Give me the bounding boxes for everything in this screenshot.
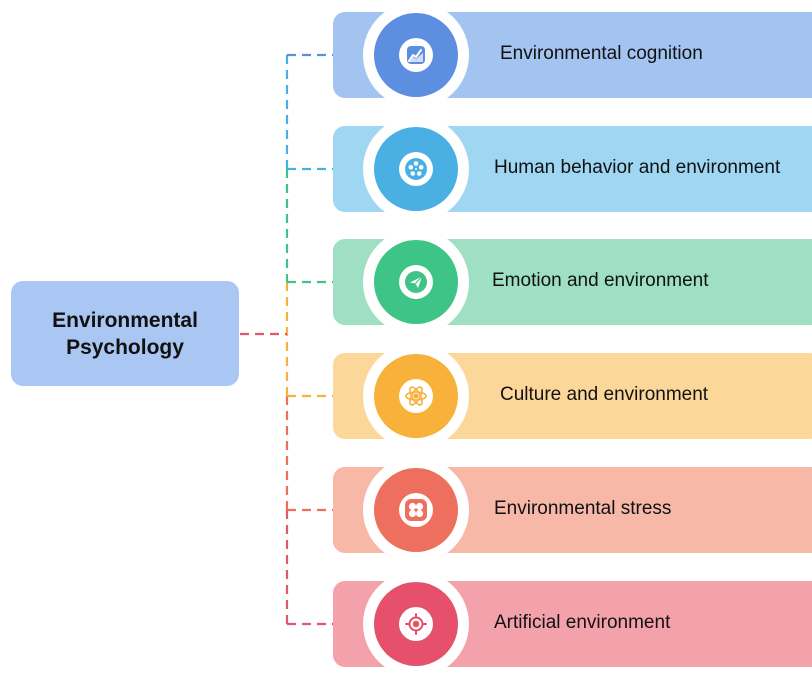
topic-icon-disc [374, 582, 458, 666]
root-node: Environmental Psychology [11, 281, 239, 386]
topic-icon-ring [363, 457, 469, 563]
root-title: Environmental Psychology [52, 307, 198, 361]
root-title-line-2: Psychology [66, 335, 184, 359]
target-icon [399, 607, 433, 641]
topic-label: Human behavior and environment [494, 157, 781, 178]
topic-label: Environmental stress [494, 498, 672, 519]
topic-icon-ring [363, 229, 469, 335]
topic-icon-disc [374, 127, 458, 211]
topic-icon-ring [363, 116, 469, 222]
topic-icon-disc [374, 468, 458, 552]
topic-icon-ring [363, 2, 469, 108]
topic-icon-disc [374, 354, 458, 438]
paper-plane-icon [399, 265, 433, 299]
atom-icon [399, 379, 433, 413]
topic-label: Emotion and environment [492, 270, 709, 291]
topic-icon-ring [363, 343, 469, 449]
root-title-line-1: Environmental [52, 308, 198, 332]
topic-icon-disc [374, 240, 458, 324]
topic-icon-ring [363, 571, 469, 677]
topic-label: Artificial environment [494, 612, 671, 633]
topic-label: Environmental cognition [500, 43, 703, 64]
topic-label: Culture and environment [500, 384, 709, 405]
topic-icon-disc [374, 13, 458, 97]
trend-chart-icon [399, 38, 433, 72]
film-reel-icon [399, 152, 433, 186]
clover-icon [399, 493, 433, 527]
